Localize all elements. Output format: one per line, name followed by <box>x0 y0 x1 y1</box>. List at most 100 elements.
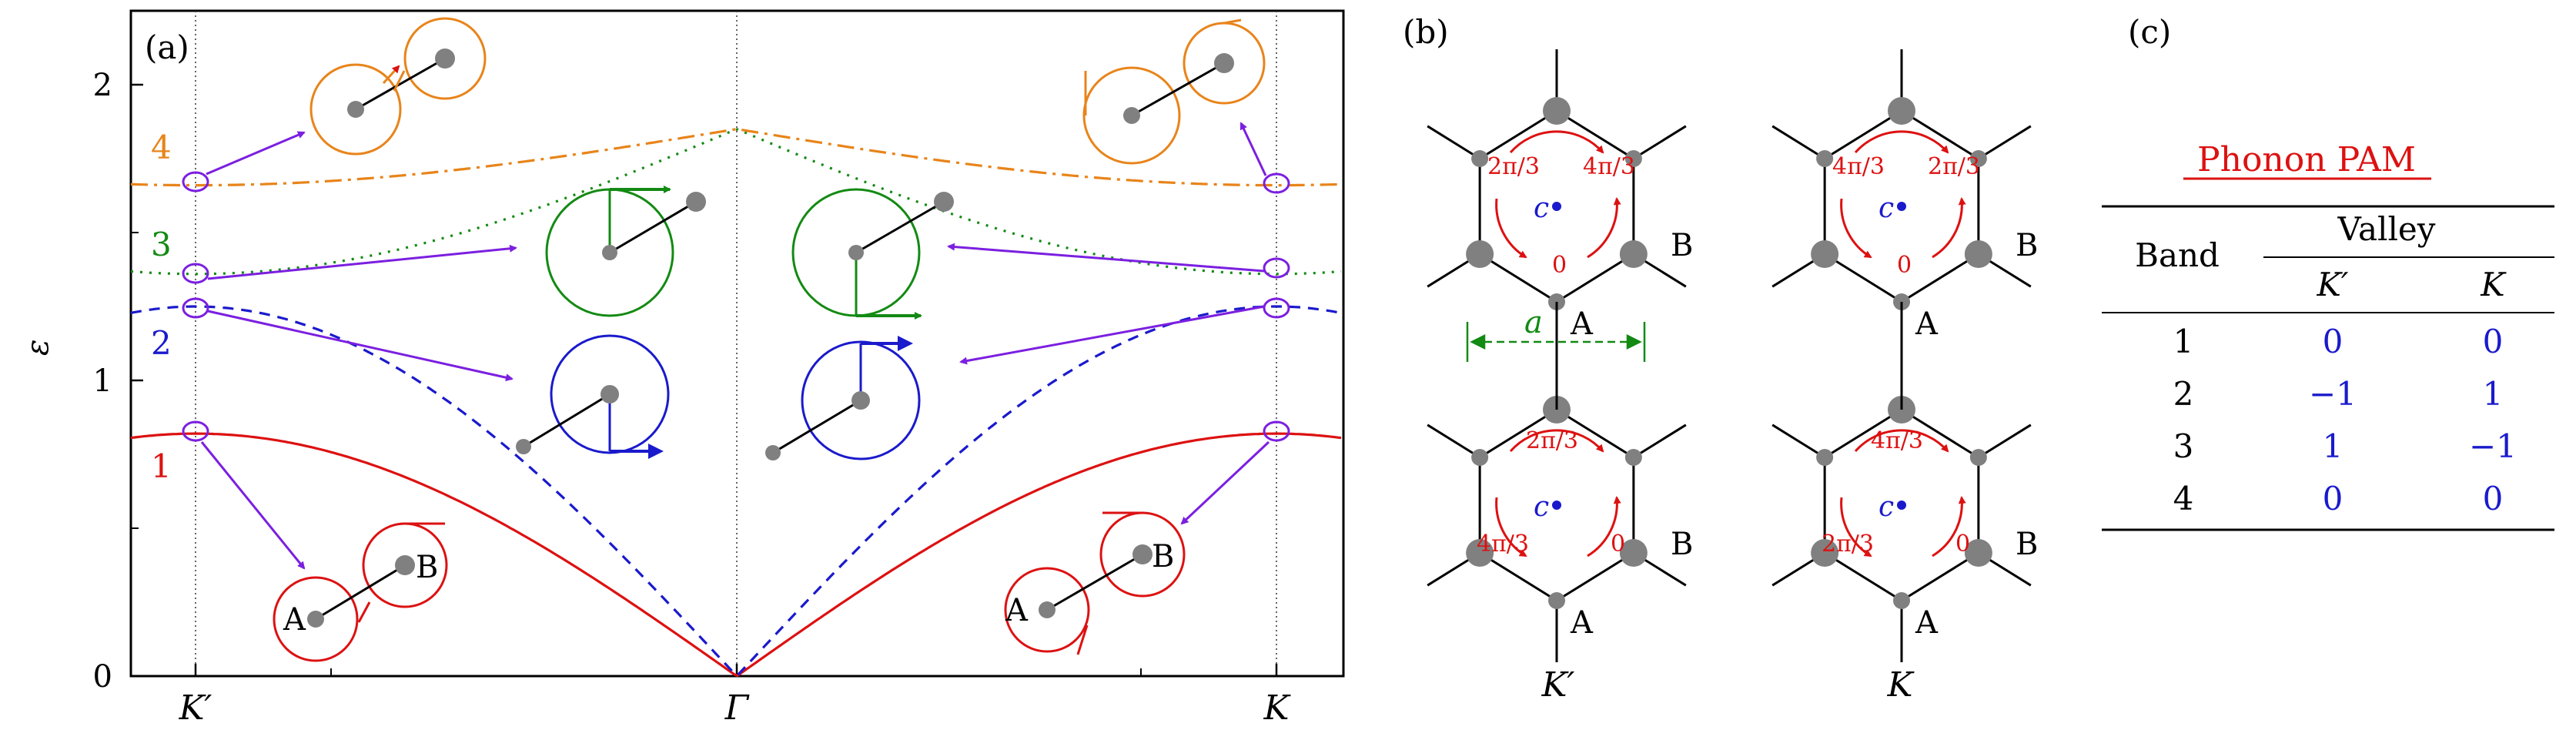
lattice-constant <box>1466 322 1646 362</box>
phase-label: 0 <box>1552 252 1567 279</box>
atom-a <box>1471 449 1489 466</box>
phase-label: 0 <box>1611 531 1625 558</box>
atom-a <box>1816 449 1834 466</box>
phase-label: 4π/3 <box>1583 153 1635 180</box>
panel-c: (c) Phonon PAM Band Valley K′ K 1 0 0 2 … <box>2102 13 2554 531</box>
band-label-3: 3 <box>151 226 172 263</box>
point-kp-2 <box>182 297 209 319</box>
site-b-label: B <box>1671 228 1693 263</box>
orbit-band3-kp <box>545 186 706 317</box>
y-tick-label-2: 2 <box>93 68 112 103</box>
orbit-band4-k <box>1082 18 1266 165</box>
phase-label: 4π/3 <box>1871 427 1923 454</box>
row1-band: 1 <box>2173 323 2194 360</box>
center-label: c <box>1878 193 1894 224</box>
phase-label: 0 <box>1897 252 1912 279</box>
x-tick-label-k: K <box>1263 688 1291 728</box>
site-b-label: B <box>2016 228 2038 263</box>
y-axis-label: ε <box>20 340 55 356</box>
point-kp-3 <box>182 263 209 284</box>
atom-b <box>1466 240 1494 268</box>
header-k: K <box>2480 266 2507 303</box>
table-row: 4 0 0 <box>2173 480 2504 517</box>
pointer-arrows <box>200 122 1270 570</box>
row2-k: 1 <box>2483 375 2504 413</box>
point-k-4 <box>1263 172 1290 194</box>
band-label-4: 4 <box>151 129 172 166</box>
center-label: c <box>1534 193 1549 224</box>
highlight-points <box>182 171 1290 442</box>
orbit-band2-kp <box>516 334 670 459</box>
site-b-label: B <box>1671 527 1693 562</box>
atom-a <box>1816 150 1834 167</box>
x-tick-label-gamma: Γ <box>724 688 750 728</box>
header-valley: Valley <box>2337 210 2436 248</box>
table-row: 3 1 −1 <box>2173 427 2517 465</box>
atom-b <box>1619 539 1648 567</box>
atom-a <box>1624 150 1642 167</box>
phase-label: 2π/3 <box>1487 153 1540 180</box>
circulation-arrow <box>1509 429 1604 453</box>
orbit-band2-k <box>765 336 921 460</box>
point-kp-1 <box>182 420 209 442</box>
atom-a <box>1893 592 1910 609</box>
band-curve-3 <box>130 128 1342 276</box>
atom-b <box>1466 539 1494 567</box>
center-label: c <box>1534 491 1549 523</box>
band-curve-2 <box>130 305 1342 677</box>
row2-band: 2 <box>2173 375 2194 413</box>
panel-a-label: (a) <box>145 28 189 66</box>
site-b-label: B <box>2016 527 2038 562</box>
panel-b-label: (b) <box>1403 13 1449 51</box>
phase-label: 0 <box>1955 531 1970 558</box>
atom-b <box>1543 97 1571 125</box>
band-label-1: 1 <box>151 447 172 485</box>
circulation-arrow <box>1509 130 1604 154</box>
row1-k: 0 <box>2483 323 2504 360</box>
row3-kp: 1 <box>2323 427 2343 465</box>
valley-kp-label: K′ <box>1541 665 1575 705</box>
site-b-label-k: B <box>1152 539 1174 574</box>
phase-label: 2π/3 <box>1526 427 1578 454</box>
atom-a <box>1969 449 1987 466</box>
atom-b <box>1888 97 1915 125</box>
atom-a <box>1471 150 1489 167</box>
point-k-3 <box>1263 257 1290 279</box>
point-k-2 <box>1263 297 1290 319</box>
atom-b <box>1811 240 1839 268</box>
hexagon-cell: cA B 2π/3 4π/3 0 <box>1427 348 1693 662</box>
point-kp-4 <box>182 171 209 193</box>
table-row: 2 −1 1 <box>2173 375 2504 413</box>
valley-k-label: K <box>1887 665 1915 705</box>
y-tick-label-0: 0 <box>93 659 112 695</box>
atom-b <box>1964 240 1992 268</box>
row4-k: 0 <box>2483 480 2504 517</box>
orbit-band3-k <box>791 188 954 320</box>
y-tick-label-1: 1 <box>93 363 112 399</box>
site-b-label-kp: B <box>416 550 438 585</box>
phase-label: 2π/3 <box>1928 153 1980 180</box>
point-k-1 <box>1263 420 1290 442</box>
circulation-arrow <box>1854 429 1949 453</box>
site-a-label: A <box>1570 605 1594 641</box>
circulation-arrow <box>1854 130 1949 154</box>
atom-b <box>1964 539 1992 567</box>
table-row: 1 0 0 <box>2173 323 2504 360</box>
phase-label: 4π/3 <box>1832 153 1885 180</box>
band-label-2: 2 <box>151 324 172 362</box>
header-band: Band <box>2135 236 2220 274</box>
row3-k: −1 <box>2469 427 2517 465</box>
band-curves <box>130 128 1342 678</box>
phase-label: 4π/3 <box>1477 531 1529 558</box>
x-tick-label-kp: K′ <box>179 688 212 728</box>
band-curve-4 <box>130 128 1342 187</box>
atom-a <box>1969 150 1987 167</box>
site-a-label-kp: A <box>283 602 306 638</box>
atom-a <box>1548 592 1565 609</box>
atom-b <box>1619 240 1648 268</box>
